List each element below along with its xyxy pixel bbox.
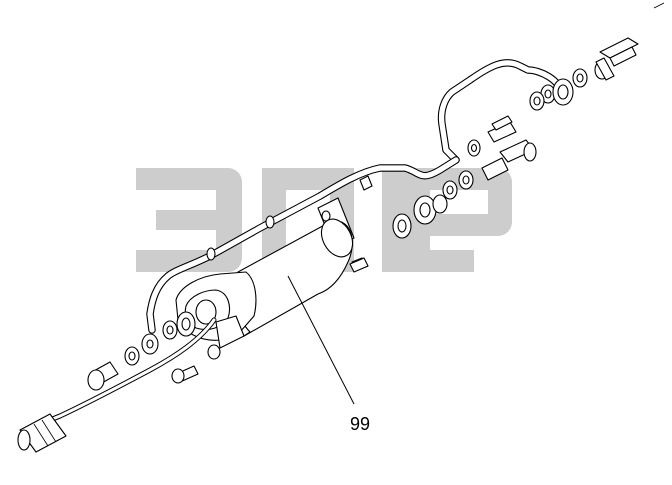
washer-set-top bbox=[529, 68, 588, 111]
fuel-pump-head bbox=[175, 271, 257, 360]
fitting-nut-right bbox=[442, 139, 537, 200]
bolt-small-lower bbox=[171, 365, 199, 384]
callout-99: 99 bbox=[287, 275, 370, 434]
fuel-line-long bbox=[146, 156, 460, 334]
banjo-bolt-left bbox=[87, 361, 119, 391]
fuel-pump-body bbox=[225, 218, 354, 337]
washer-set-left bbox=[124, 320, 178, 366]
callout-label: 99 bbox=[350, 414, 370, 434]
wiring-harness bbox=[37, 317, 217, 427]
banjo-fitting-mid bbox=[392, 194, 448, 239]
banjo-fitting-top bbox=[594, 2, 665, 81]
banjo-bolt-right bbox=[467, 115, 517, 157]
electrical-connector bbox=[17, 413, 67, 453]
fuel-line-upper bbox=[437, 59, 574, 164]
bolt-small-upper bbox=[349, 257, 369, 273]
watermark-trademark: TM bbox=[492, 175, 509, 189]
